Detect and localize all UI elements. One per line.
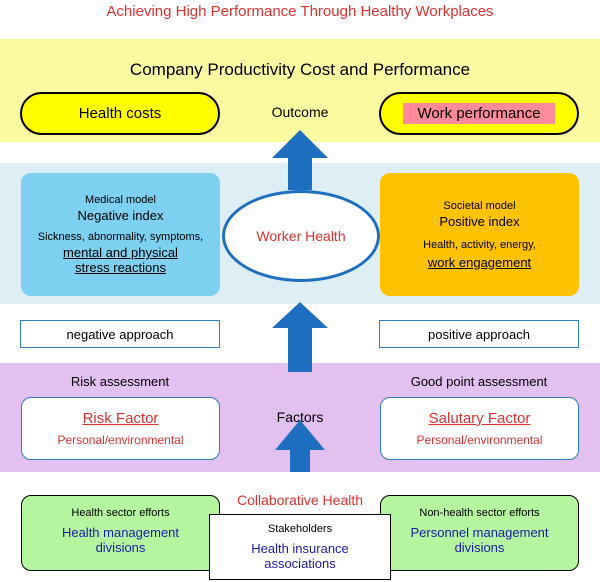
salutary-factor-box: Salutary Factor Personal/environmental [380,397,579,460]
outcome-label: Outcome [271,104,329,120]
negative-desc: Sickness, abnormality, symptoms, [37,231,204,243]
negative-desc-link-1: mental and physical [63,245,178,260]
health-management-line-1: Health management [61,525,180,540]
health-insurance-line-2: associations [264,556,336,571]
societal-model-label: Societal model [443,199,516,212]
medical-model-box: Medical model Negative index Sickness, a… [21,173,220,296]
non-health-sector-label: Non-health sector efforts [419,507,540,519]
risk-factor-title: Risk Factor [82,410,159,427]
personnel-management-line-1: Personnel management [410,525,549,540]
arrow-health-to-outcome [272,130,328,190]
productivity-heading: Company Productivity Cost and Performanc… [129,60,471,79]
salutary-factor-title: Salutary Factor [428,410,531,427]
good-point-assessment-heading: Good point assessment [410,373,548,389]
health-insurance-line-1: Health insurance [251,541,349,556]
positive-approach-box: positive approach [379,320,579,348]
worker-health-label: Worker Health [256,228,346,244]
health-costs-pill: Health costs [20,92,220,135]
stakeholders-box: Stakeholders Health insurance associatio… [209,514,391,580]
diagram-title: Achieving High Performance Through Healt… [106,2,494,20]
work-performance-label: Work performance [403,103,555,124]
negative-approach-label: negative approach [66,326,174,342]
non-health-sector-box: Non-health sector efforts Personnel mana… [380,495,579,571]
negative-approach-box: negative approach [20,320,220,348]
arrow-approach-to-health [272,302,328,372]
health-management-line-2: divisions [95,540,146,555]
personnel-management-line-2: divisions [454,540,505,555]
salutary-factor-sub: Personal/environmental [416,433,543,447]
worker-health-ellipse: Worker Health [222,190,380,282]
societal-model-box: Societal model Positive index Health, ac… [380,173,579,296]
positive-desc: Health, activity, energy, [423,238,536,251]
risk-factor-sub: Personal/environmental [57,433,184,447]
health-costs-label: Health costs [78,105,162,122]
health-sector-label: Health sector efforts [71,507,170,519]
factors-label: Factors [276,409,324,425]
negative-index-label: Negative index [77,208,164,223]
risk-factor-box: Risk Factor Personal/environmental [21,397,220,460]
positive-approach-label: positive approach [428,326,530,342]
risk-assessment-heading: Risk assessment [70,373,170,389]
negative-desc-link-2: stress reactions [74,260,167,275]
health-sector-box: Health sector efforts Health management … [21,495,220,571]
work-performance-pill: Work performance [379,92,579,135]
stakeholders-label: Stakeholders [267,523,333,535]
positive-index-label: Positive index [439,213,520,229]
medical-model-label: Medical model [85,194,156,206]
positive-desc-link: work engagement [427,254,532,270]
collaborative-health-heading: Collaborative Health [236,492,364,508]
arrow-factors-to-approach [275,420,325,472]
